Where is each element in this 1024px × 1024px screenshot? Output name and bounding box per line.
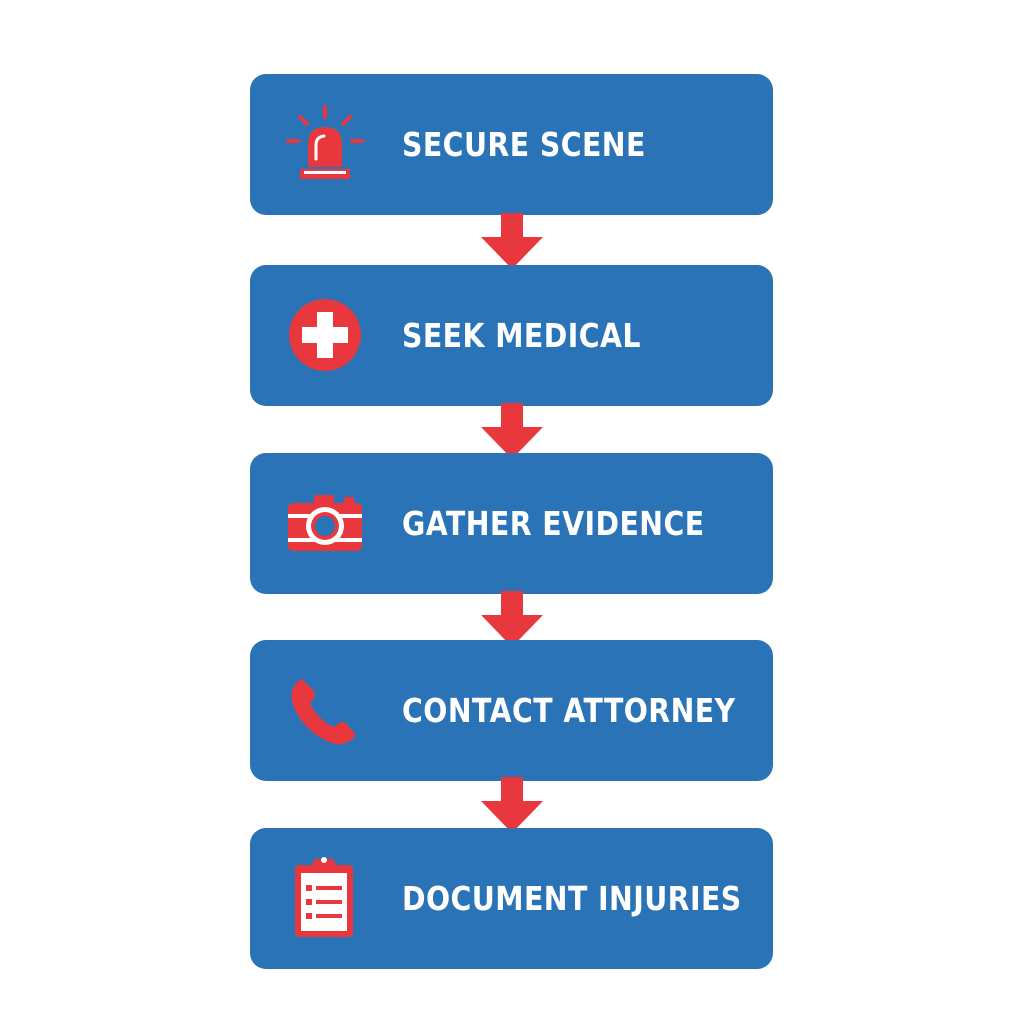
step-label: CONTACT ATTORNEY [402,691,736,730]
step-label: SECURE SCENE [402,125,646,164]
step-label: SEEK MEDICAL [402,316,641,355]
step-gather-evidence: GATHER EVIDENCE [250,453,773,594]
step-label: DOCUMENT INJURIES [402,879,742,918]
step-secure-scene: SECURE SCENE [250,74,773,215]
arrow-down-icon [481,403,543,459]
step-document-injuries: DOCUMENT INJURIES [250,828,773,969]
siren-icon [280,99,370,189]
step-contact-attorney: CONTACT ATTORNEY [250,640,773,781]
camera-icon [280,478,370,568]
phone-icon [280,665,370,755]
arrow-down-icon [481,591,543,647]
medical-cross-icon [280,290,370,380]
arrow-down-icon [481,213,543,269]
arrow-down-icon [481,777,543,833]
step-label: GATHER EVIDENCE [402,504,705,543]
step-seek-medical: SEEK MEDICAL [250,265,773,406]
clipboard-icon [280,853,370,943]
